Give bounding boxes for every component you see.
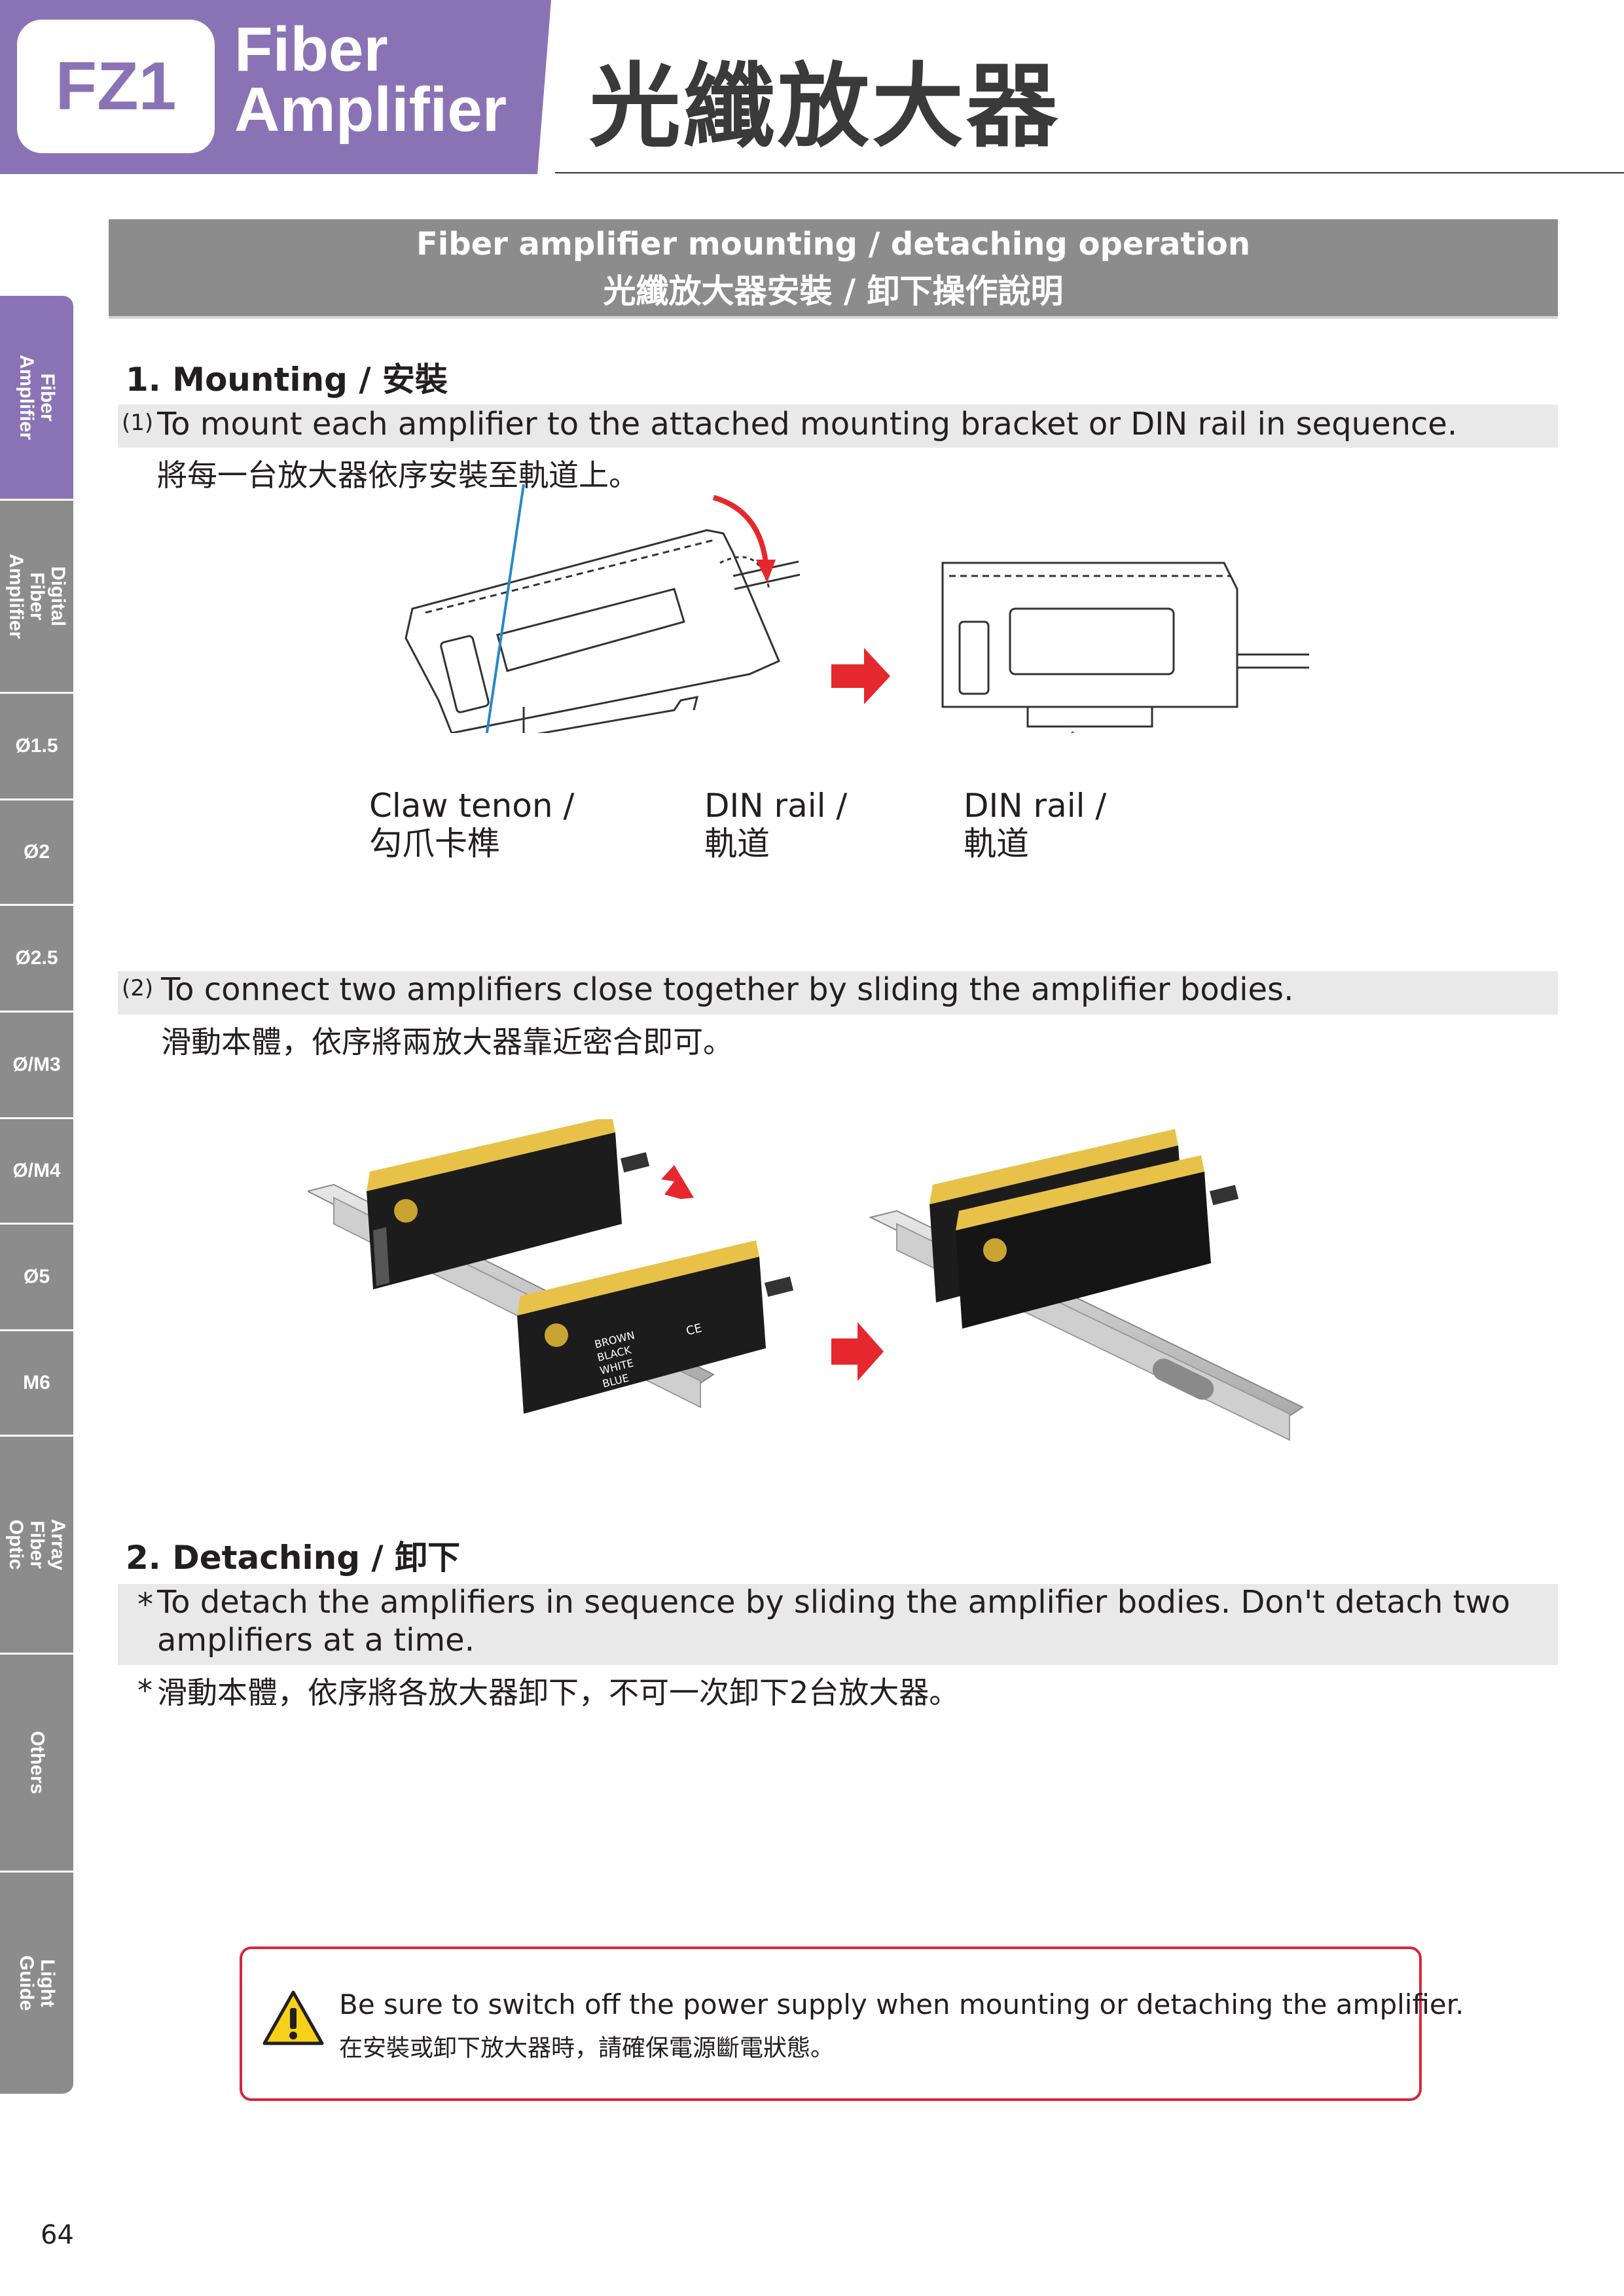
amplifier-mounted-outline: [941, 562, 1309, 728]
tab-label: Others: [26, 1731, 48, 1795]
product-code: FZ1: [55, 48, 177, 124]
tab-label: Array Fiber Optic: [5, 1518, 69, 1571]
step1-bar: [118, 404, 1558, 448]
claw-callout-line: [485, 484, 525, 733]
tab-label: Ø2.5: [15, 947, 58, 969]
detach-line2-en: amplifiers at a time.: [157, 1622, 475, 1659]
header-title: Fiber Amplifier: [234, 14, 542, 145]
rotation-arrow-head: [756, 560, 776, 583]
tab-light-guide[interactable]: Light Guide: [0, 1873, 73, 2096]
step2-number: (2): [122, 975, 154, 1001]
header-title-line2: Amplifier: [234, 75, 507, 145]
din-rail-label: DIN rail / 軌道: [704, 787, 847, 863]
mounting-heading: 1. Mounting / 安裝: [126, 361, 448, 399]
warning-icon: [262, 1990, 324, 2045]
step1-text-zh: 將每一台放大器依序安裝至軌道上。: [157, 457, 639, 493]
tab-label: Ø5: [23, 1266, 50, 1287]
product-code-badge: [17, 20, 215, 153]
claw-tenon-label: Claw tenon / 勾爪卡榫: [369, 787, 574, 863]
slide-together-illustration: BROWN BLACK WHITE BLUE CE: [308, 1119, 1305, 1441]
step1-number: (1): [122, 410, 154, 436]
detach-star-1: *: [137, 1587, 153, 1623]
claw-tenon-label-en: Claw tenon /: [369, 787, 575, 825]
tab-d2-5[interactable]: Ø2.5: [0, 906, 73, 1013]
din-rail-outline-1: [522, 696, 699, 733]
tab-label: Ø1.5: [15, 735, 58, 757]
tab-label: Light Guide: [16, 1955, 58, 2011]
amplifier-tilted-outline: [405, 529, 801, 733]
amplifiers-joined: [929, 1129, 1239, 1329]
right-arrow-1: [831, 648, 890, 704]
tab-fiber-amplifier[interactable]: Fiber Amplifier: [0, 296, 73, 501]
detach-line-zh: 滑動本體，依序將各放大器卸下，不可一次卸下2台放大器。: [157, 1675, 960, 1710]
banner-title-en: Fiber amplifier mounting / detaching ope…: [416, 226, 1250, 262]
warning-text-en: Be sure to switch off the power supply w…: [339, 1988, 1464, 2020]
din-rail-slot: [1152, 1358, 1214, 1400]
din-rail-label-zh: 軌道: [704, 825, 770, 863]
tab-label: Fiber Amplifier: [16, 354, 59, 440]
up-left-arrow: [661, 1165, 694, 1199]
din-rail-label-2-en: DIN rail /: [964, 787, 1107, 825]
amplifier-front: BROWN BLACK WHITE BLUE CE: [517, 1240, 794, 1414]
din-rail-label-2-zh: 軌道: [964, 825, 1029, 863]
detach-star-2: *: [137, 1673, 153, 1708]
tab-d2[interactable]: Ø2: [0, 800, 73, 906]
warning-text-zh: 在安裝或卸下放大器時，請確保電源斷電狀態。: [339, 2035, 835, 2062]
header-title-line1: Fiber: [234, 14, 388, 84]
tab-d-m4[interactable]: Ø/M4: [0, 1119, 73, 1225]
page-number: 64: [41, 2220, 74, 2250]
header-title-zh: 光纖放大器: [589, 54, 1061, 160]
mounting-diagram: [405, 484, 1309, 733]
rotation-arrow: [712, 495, 768, 564]
detach-line1-en: To detach the amplifiers in sequence by …: [157, 1584, 1511, 1621]
tab-label: M6: [23, 1372, 50, 1393]
din-rail-label-2: DIN rail / 軌道: [964, 787, 1106, 863]
right-arrow-2: [831, 1322, 884, 1381]
step2-text-zh: 滑動本體，依序將兩放大器靠近密合即可。: [161, 1024, 733, 1060]
claw-tenon-label-zh: 勾爪卡榫: [369, 825, 500, 863]
din2-callout-line: [1070, 730, 1075, 733]
header-rule: [555, 172, 1624, 173]
tab-m6[interactable]: M6: [0, 1331, 73, 1437]
din-rail-label-en: DIN rail /: [704, 787, 848, 825]
tab-label: Digital Fiber Amplifier: [5, 553, 69, 639]
tab-label: Ø/M3: [12, 1054, 61, 1075]
detaching-heading: 2. Detaching / 卸下: [126, 1539, 461, 1577]
tab-d-m3[interactable]: Ø/M3: [0, 1013, 73, 1119]
tab-label: Ø/M4: [12, 1160, 61, 1181]
amplifier-rear: [367, 1119, 650, 1289]
tab-array-fiber-optic[interactable]: Array Fiber Optic: [0, 1437, 73, 1655]
tab-d1-5[interactable]: Ø1.5: [0, 694, 73, 800]
tab-others[interactable]: Others: [0, 1655, 73, 1873]
tab-digital-fiber-amplifier[interactable]: Digital Fiber Amplifier: [0, 501, 73, 694]
step2-text-en: To connect two amplifiers close together…: [161, 971, 1294, 1008]
tab-label: Ø2: [23, 841, 50, 863]
tab-d5[interactable]: Ø5: [0, 1225, 73, 1331]
detach-bar: [118, 1584, 1558, 1665]
step2-bar: [118, 971, 1558, 1014]
banner-title-zh: 光纖放大器安裝 / 卸下操作說明: [603, 272, 1064, 310]
section-banner: [109, 219, 1558, 319]
step1-text-en: To mount each amplifier to the attached …: [157, 406, 1458, 442]
warning-box: [240, 1946, 1422, 2101]
